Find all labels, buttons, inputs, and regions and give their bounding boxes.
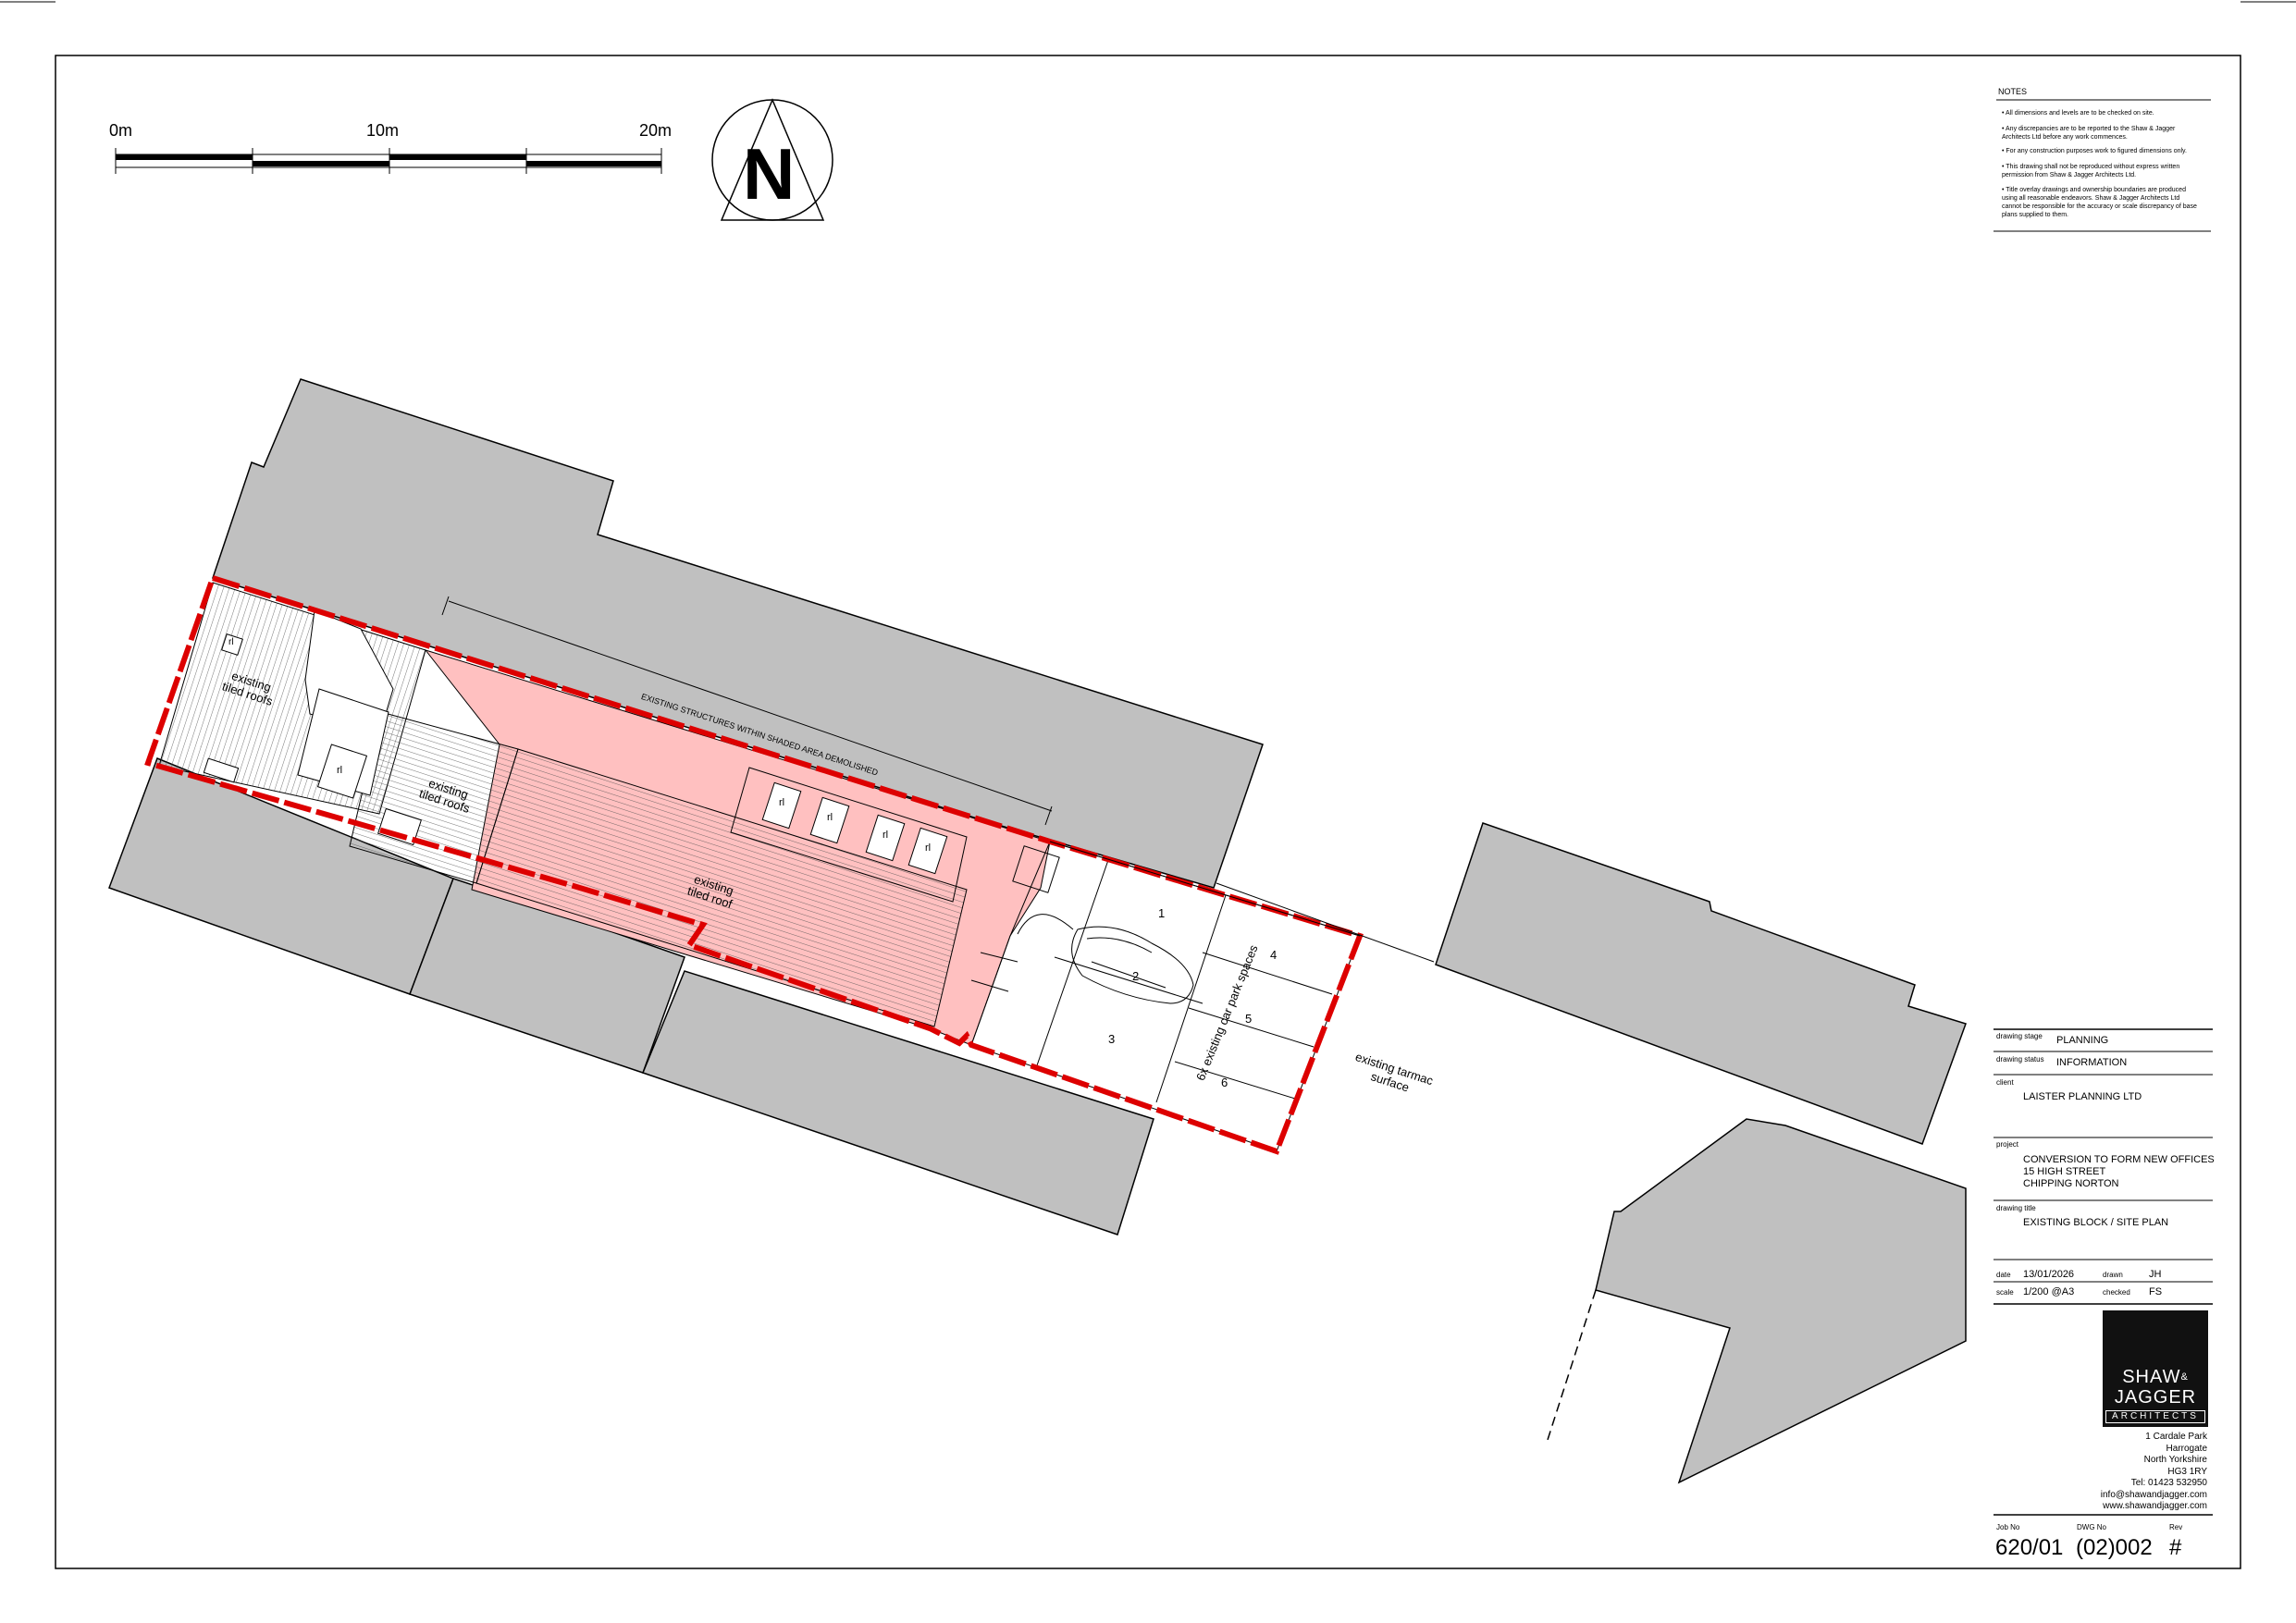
scale-label: scale	[1996, 1288, 2014, 1297]
bay-number-2: 2	[1132, 969, 1140, 983]
title-block-lines	[1994, 1028, 2213, 1516]
drawing-status-label: drawing status	[1996, 1055, 2044, 1064]
logo-line-1: SHAW&	[2122, 1367, 2189, 1387]
scale-label-20: 20m	[639, 121, 673, 140]
drawing-stage: PLANNING	[2056, 1035, 2109, 1046]
rooflight-tag: rl	[337, 765, 343, 776]
note-item: • All dimensions and levels are to be ch…	[2002, 110, 2154, 117]
project-line-3: CHIPPING NORTON	[2023, 1178, 2119, 1189]
checked: FS	[2149, 1286, 2163, 1297]
drawing-title-label: drawing title	[1996, 1204, 2036, 1212]
note-item: • This drawing shall not be reproduced w…	[2002, 164, 2180, 178]
bay-number-1: 1	[1158, 906, 1166, 920]
date: 13/01/2026	[2023, 1269, 2075, 1280]
dwg-no: (02)002	[2076, 1535, 2153, 1560]
bay-number-6: 6	[1221, 1076, 1228, 1089]
rev: #	[2169, 1535, 2182, 1560]
demolition-dimension-line	[448, 600, 1053, 812]
job-no: 620/01	[1995, 1535, 2064, 1560]
drawing-border	[55, 55, 2241, 1569]
rev-label: Rev	[2169, 1523, 2183, 1531]
logo-line-2: JAGGER	[2114, 1387, 2197, 1408]
rooflight-tag: rl	[827, 812, 833, 823]
bay-number-4: 4	[1270, 948, 1278, 962]
scale-label-10: 10m	[366, 121, 400, 140]
note-item: • Title overlay drawings and ownership b…	[2002, 187, 2197, 218]
project-label: project	[1996, 1140, 2019, 1149]
scale: 1/200 @A3	[2023, 1286, 2075, 1297]
client: LAISTER PLANNING LTD	[2023, 1091, 2142, 1102]
client-label: client	[1996, 1078, 2014, 1087]
project-line-1: CONVERSION TO FORM NEW OFFICES	[2023, 1154, 2215, 1165]
neighbouring-buildings	[108, 378, 1967, 1484]
drawing-stage-label: drawing stage	[1996, 1032, 2043, 1040]
rooflight-tag: rl	[883, 830, 889, 841]
north-arrow-icon	[711, 98, 833, 221]
bay-number-5: 5	[1245, 1012, 1253, 1026]
job-no-label: Job No	[1996, 1523, 2020, 1531]
scale-label-0: 0m	[109, 121, 133, 140]
shaw-jagger-logo: SHAW& JAGGER ARCHITECTS	[2103, 1310, 2208, 1427]
rooflight-tag: rl	[925, 842, 932, 854]
drawing-title: EXISTING BLOCK / SITE PLAN	[2023, 1217, 2169, 1228]
notes-title: NOTES	[1998, 87, 2028, 96]
car-park	[970, 841, 1361, 1152]
drawing-status: INFORMATION	[2056, 1057, 2128, 1068]
dwg-no-label: DWG No	[2077, 1523, 2106, 1531]
north-letter: N	[743, 133, 796, 215]
note-item: • Any discrepancies are to be reported t…	[2002, 126, 2176, 141]
rooflight-tag: rl	[228, 637, 234, 647]
drawn-label: drawn	[2103, 1271, 2123, 1279]
bay-number-3: 3	[1108, 1032, 1116, 1046]
logo-line-3: ARCHITECTS	[2105, 1410, 2205, 1423]
date-label: date	[1996, 1271, 2011, 1279]
note-item: • For any construction purposes work to …	[2002, 148, 2187, 154]
scale-bar	[115, 148, 662, 174]
rooflight-tag: rl	[779, 797, 785, 808]
drawn: JH	[2149, 1269, 2162, 1280]
car-park-access	[970, 845, 1074, 992]
checked-label: checked	[2103, 1288, 2130, 1297]
practice-address: 1 Cardale Park Harrogate North Yorkshire…	[2100, 1432, 2207, 1511]
rooflights	[203, 633, 948, 875]
project-line-2: 15 HIGH STREET	[2023, 1166, 2106, 1177]
